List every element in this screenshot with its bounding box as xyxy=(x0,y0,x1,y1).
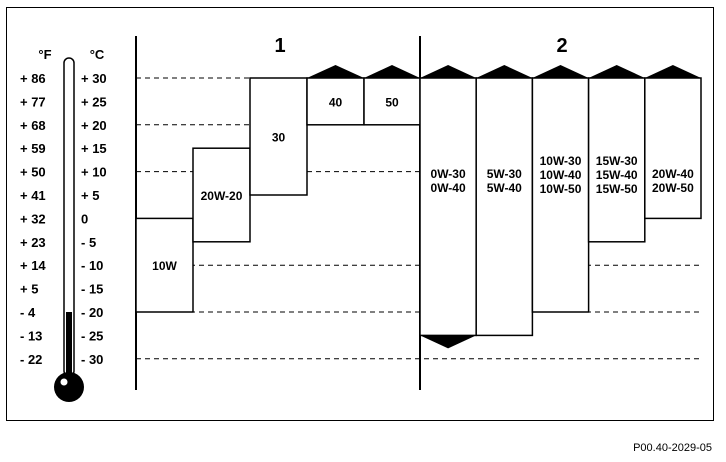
arrow-up-icon xyxy=(420,65,477,78)
grade-bar xyxy=(531,77,590,313)
celsius-label: + 5 xyxy=(81,188,99,203)
fahrenheit-label: + 68 xyxy=(20,118,46,133)
fahrenheit-label: - 22 xyxy=(20,352,42,367)
grade-label: 30 xyxy=(272,131,286,145)
grade-label: 20W-20 xyxy=(201,189,243,203)
grade-label: 0W-40 xyxy=(431,181,466,195)
celsius-label: - 30 xyxy=(81,352,103,367)
grade-bar xyxy=(249,77,308,196)
grade-bar xyxy=(363,77,421,126)
grade-bar xyxy=(419,77,477,337)
fahrenheit-label: + 5 xyxy=(20,282,38,297)
fahrenheit-label: + 77 xyxy=(20,94,46,109)
group-2-header: 2 xyxy=(556,35,567,57)
oil-viscosity-diagram: + 86+ 30+ 77+ 25+ 68+ 20+ 59+ 15+ 50+ 10… xyxy=(20,35,702,402)
celsius-label: - 10 xyxy=(81,258,103,273)
grade-bar xyxy=(475,77,534,337)
thermometer-bulb xyxy=(54,372,84,402)
grade-label: 5W-30 xyxy=(487,167,522,181)
thermometer-icon xyxy=(54,57,84,402)
celsius-label: + 10 xyxy=(81,165,107,180)
diagram-frame: + 86+ 30+ 77+ 25+ 68+ 20+ 59+ 15+ 50+ 10… xyxy=(6,7,714,421)
grade-label: 20W-50 xyxy=(652,181,694,195)
grade-label: 10W xyxy=(152,259,177,273)
fahrenheit-label: - 4 xyxy=(20,305,36,320)
figure-code: P00.40-2029-05 xyxy=(633,442,712,454)
fahrenheit-label: + 23 xyxy=(20,235,46,250)
fahrenheit-label: + 41 xyxy=(20,188,46,203)
grade-label: 10W-30 xyxy=(540,154,582,168)
fahrenheit-label: + 32 xyxy=(20,211,46,226)
grade-bar xyxy=(306,77,365,126)
thermometer-bulb-highlight xyxy=(60,378,68,386)
grade-label: 20W-40 xyxy=(652,167,694,181)
temperature-scale: + 86+ 30+ 77+ 25+ 68+ 20+ 59+ 15+ 50+ 10… xyxy=(20,71,107,367)
arrow-up-icon xyxy=(307,65,364,78)
grade-label: 40 xyxy=(329,95,343,109)
celsius-unit: °C xyxy=(90,47,105,62)
grade-label: 10W-50 xyxy=(540,182,582,196)
fahrenheit-unit: °F xyxy=(38,47,51,62)
grade-bar xyxy=(644,77,702,220)
grade-label: 5W-40 xyxy=(487,181,522,195)
celsius-label: + 25 xyxy=(81,94,107,109)
fahrenheit-label: + 86 xyxy=(20,71,46,86)
fahrenheit-label: - 13 xyxy=(20,328,42,343)
grade-label: 50 xyxy=(385,95,399,109)
grade-bar xyxy=(192,147,251,243)
thermometer-mercury xyxy=(66,312,72,376)
arrow-down-icon xyxy=(420,335,477,349)
celsius-label: - 20 xyxy=(81,305,103,320)
grade-label: 15W-30 xyxy=(596,154,638,168)
grade-label: 0W-30 xyxy=(431,167,466,181)
group-1-header: 1 xyxy=(274,35,285,57)
celsius-label: + 20 xyxy=(81,118,107,133)
arrow-up-icon xyxy=(364,65,420,78)
arrow-up-icon xyxy=(644,65,701,78)
grade-bar xyxy=(135,217,194,313)
fahrenheit-label: + 14 xyxy=(20,258,46,273)
celsius-label: + 30 xyxy=(81,71,107,86)
arrow-up-icon xyxy=(532,65,589,78)
arrow-up-icon xyxy=(476,65,533,78)
celsius-label: 0 xyxy=(81,211,88,226)
grade-bar xyxy=(587,77,646,243)
grade-label: 15W-50 xyxy=(596,182,638,196)
arrow-up-icon xyxy=(588,65,645,78)
grade-label: 15W-40 xyxy=(596,168,638,182)
grade-label: 10W-40 xyxy=(540,168,582,182)
celsius-label: + 15 xyxy=(81,141,107,156)
celsius-label: - 25 xyxy=(81,328,103,343)
celsius-label: - 15 xyxy=(81,282,103,297)
fahrenheit-label: + 50 xyxy=(20,165,46,180)
celsius-label: - 5 xyxy=(81,235,96,250)
fahrenheit-label: + 59 xyxy=(20,141,46,156)
